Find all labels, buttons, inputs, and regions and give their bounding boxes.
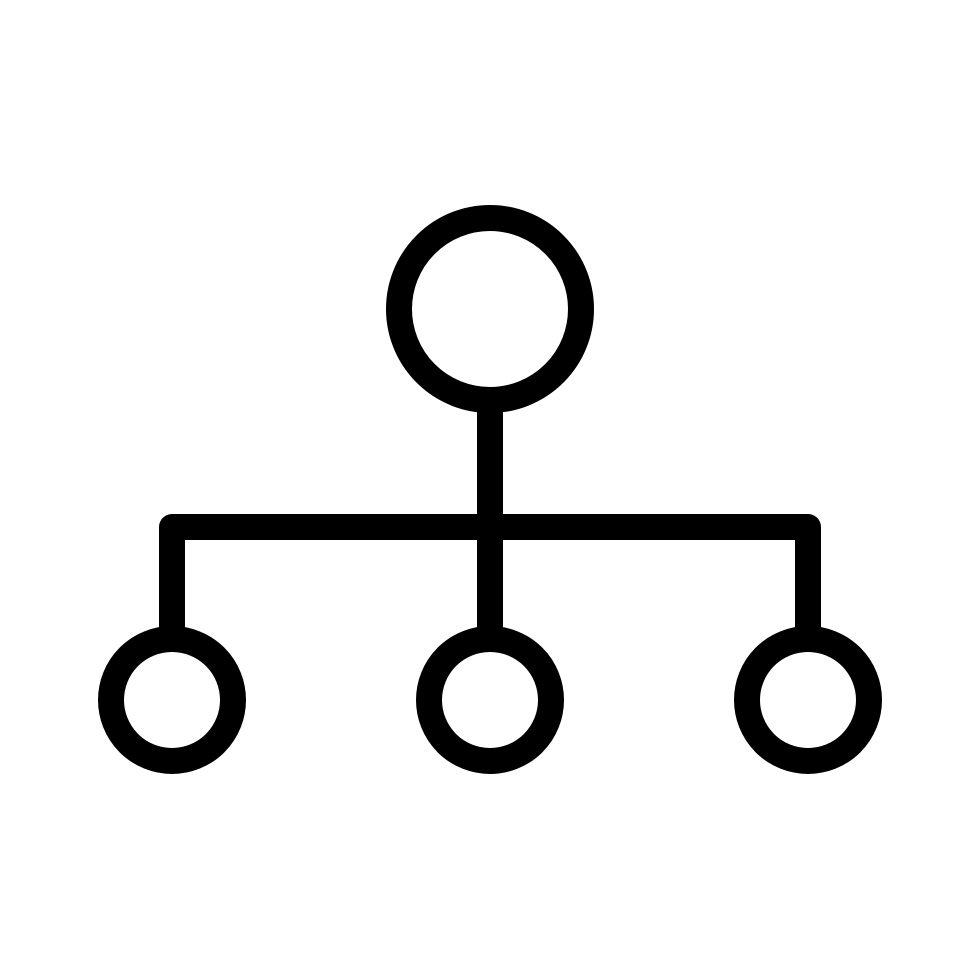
- branch-bar: [159, 514, 821, 649]
- child-node-right-circle: [734, 626, 882, 774]
- child-node-left-circle: [98, 626, 246, 774]
- child-node-center-circle: [416, 626, 564, 774]
- root-node-circle: [386, 205, 594, 413]
